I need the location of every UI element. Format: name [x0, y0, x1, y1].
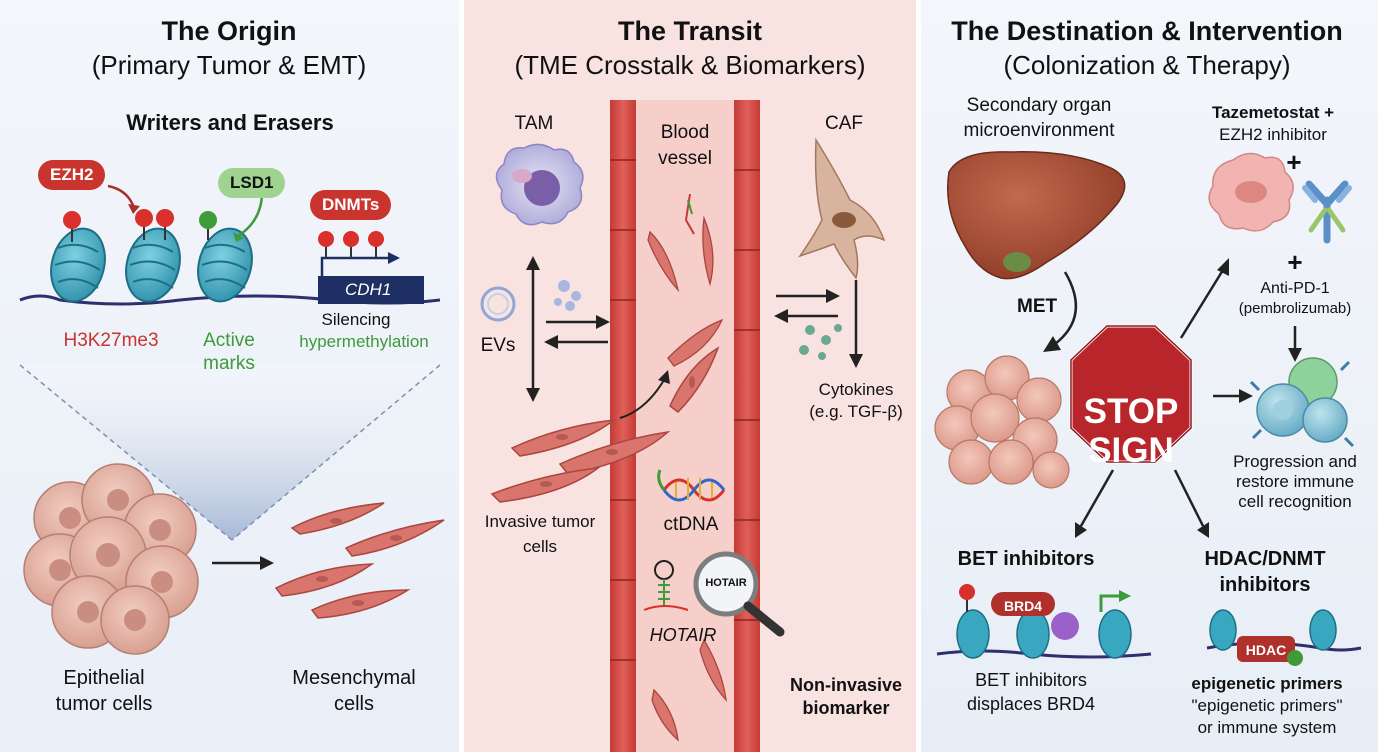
- nucleosome: [50, 227, 106, 303]
- active-mark: [199, 211, 217, 240]
- blood-vessel-label-2: vessel: [658, 148, 712, 169]
- epithelial-cluster: [23, 463, 199, 655]
- met-label: MET: [1017, 296, 1058, 317]
- methyl-marks: [318, 231, 384, 258]
- ctdna-label: ctDNA: [663, 514, 719, 535]
- stop-sign-text-2: SIGN: [1088, 431, 1174, 470]
- hypermethylation-label: hypermethylation: [299, 332, 429, 351]
- epigenetic-primers-quote: "epigenetic primers": [1191, 696, 1343, 715]
- panel-subtitle: (TME Crosstalk & Biomarkers): [514, 50, 866, 80]
- silencing-label: Silencing: [321, 310, 391, 329]
- magnifier-hotair-label: HOTAIR: [705, 577, 747, 589]
- cdh1-label: CDH1: [345, 280, 392, 299]
- bet-inhibitors-heading: BET inhibitors: [957, 548, 1095, 570]
- panel-subtitle: (Colonization & Therapy): [1003, 50, 1291, 80]
- hdac-dnmt-heading-1: HDAC/DNMT: [1204, 548, 1326, 570]
- ezh2-inhibitor-label: EZH2 inhibitor: [1219, 125, 1327, 144]
- nucleosome: [125, 227, 181, 303]
- secondary-organ-label-2: microenvironment: [963, 120, 1115, 141]
- mesenchymal-label-1: Mesenchymal: [292, 667, 416, 689]
- ezh2-badge: EZH2: [38, 160, 106, 190]
- panel-title: The Origin: [161, 16, 297, 46]
- caf-label: CAF: [825, 113, 863, 134]
- brd4-label: BRD4: [1003, 598, 1043, 614]
- noninvasive-label-1: Non-invasive: [789, 675, 903, 695]
- hdac-tag: [1237, 636, 1295, 662]
- evs-label: EVs: [480, 335, 516, 356]
- tazemetostat-label: Tazemetostat +: [1211, 103, 1335, 122]
- panel-title: The Transit: [617, 16, 763, 46]
- dnmts-badge: DNMTs: [310, 190, 392, 220]
- invasive-label-2: cells: [522, 537, 558, 556]
- destination-illustration: [934, 151, 1362, 666]
- pembrolizumab-label: (pembrolizumab): [1238, 300, 1352, 317]
- epithelial-label-1: Epithelial: [63, 667, 145, 689]
- cytokines-label-2: (e.g. TGF-β): [809, 402, 903, 421]
- progression-label-3: cell recognition: [1238, 492, 1352, 511]
- transit-illustration: [480, 100, 886, 752]
- bet-inhibitor: [1051, 612, 1079, 640]
- blood-vessel-label-1: Blood: [660, 122, 710, 143]
- plus-sign-1: +: [1286, 147, 1302, 177]
- magnifier-icon: [693, 551, 785, 637]
- tam-label: TAM: [514, 113, 554, 134]
- antibody-icon: [1302, 180, 1352, 244]
- cytokines-label-1: Cytokines: [818, 380, 894, 399]
- circulating-cells: [647, 215, 727, 742]
- section-heading: Writers and Erasers: [126, 110, 334, 135]
- liver: [946, 151, 1126, 280]
- hotair-rna: [643, 560, 689, 611]
- mesenchymal-label-2: cells: [333, 693, 375, 715]
- origin-illustration: [19, 184, 445, 655]
- epigenetic-primers-label: epigenetic primers: [1191, 674, 1343, 693]
- noninvasive-label-2: biomarker: [802, 698, 890, 718]
- hdac-label: HDAC: [1245, 642, 1287, 658]
- hdac-dnmt-heading-2: inhibitors: [1219, 574, 1311, 596]
- panel-destination: The Destination & Intervention (Coloniza…: [921, 0, 1378, 752]
- vessel-wall-right: [734, 100, 760, 752]
- immune-cells: [1249, 357, 1355, 448]
- h3k27me3-marks: [63, 209, 174, 242]
- brd4-tag: [991, 592, 1055, 616]
- h3k27me3-label: H3K27me3: [63, 330, 159, 351]
- progression-label-1: Progression and: [1233, 452, 1357, 471]
- progression-label-2: restore immune: [1235, 472, 1355, 491]
- lsd1-badge: LSD1: [218, 168, 286, 198]
- panel-transit: The Transit (TME Crosstalk & Biomarkers)…: [464, 0, 916, 752]
- epithelial-label-2: tumor cells: [55, 693, 153, 715]
- metastatic-tumor: [934, 355, 1070, 489]
- nucleosome: [197, 227, 253, 303]
- vessel-wall-left: [610, 100, 636, 752]
- plus-sign-2: +: [1287, 247, 1303, 277]
- caf-cell: [798, 137, 886, 280]
- secondary-organ-label-1: Secondary organ: [966, 95, 1112, 116]
- bet-nucleosomes: [956, 609, 1132, 659]
- hotair-label: HOTAIR: [649, 625, 717, 645]
- cdh1-gene: [318, 276, 424, 304]
- invasive-label-1: Invasive tumor: [484, 512, 596, 531]
- active-marks-label-1: Active: [203, 330, 255, 351]
- panel-subtitle: (Primary Tumor & EMT): [91, 50, 367, 80]
- panel-origin: The Origin (Primary Tumor & EMT) Writers…: [0, 0, 459, 752]
- stop-sign-text-1: STOP: [1083, 392, 1179, 431]
- anti-pd1-label: Anti-PD-1: [1260, 280, 1330, 297]
- active-marks-label-2: marks: [203, 353, 255, 374]
- emt-funnel: [20, 365, 440, 540]
- immune-system-label: or immune system: [1197, 718, 1337, 737]
- ev-vesicle: [480, 286, 516, 322]
- panel-title: The Destination & Intervention: [951, 16, 1343, 46]
- ctdna-helix: [657, 469, 726, 502]
- bet-description-2: displaces BRD4: [966, 694, 1096, 714]
- bet-description-1: BET inhibitors: [975, 670, 1087, 690]
